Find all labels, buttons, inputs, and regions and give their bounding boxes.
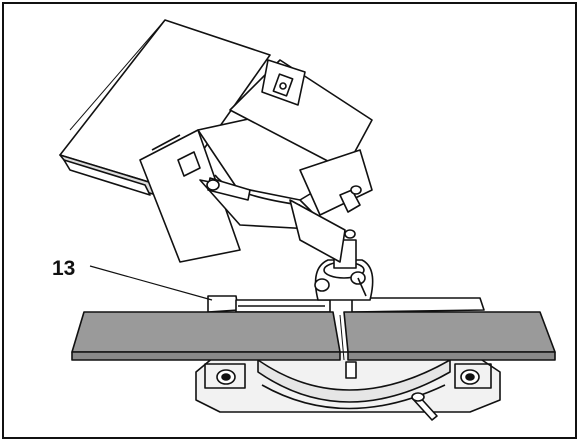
saw-head [59,19,373,263]
pivot-column [314,239,374,301]
callout-number: 13 [52,257,76,280]
callout-leader-line [89,265,213,301]
turntable-lock-handle [411,392,438,421]
saw-base [195,351,501,413]
table-extension [71,311,556,361]
